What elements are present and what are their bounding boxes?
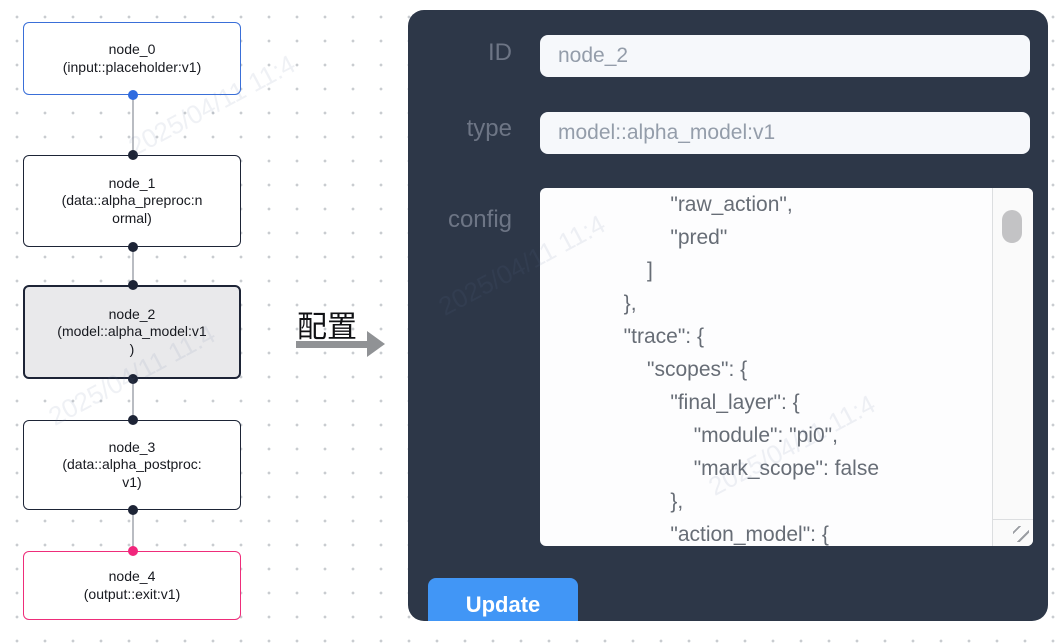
id-field-label: ID: [488, 39, 512, 66]
node-node_2-label: node_2 (model::alpha_model:v1 ): [57, 305, 207, 357]
config-scroll-corner: [992, 519, 1033, 546]
edge-node0-node1: [132, 96, 134, 156]
update-button[interactable]: Update: [428, 578, 578, 621]
port-node_3-input-icon[interactable]: [128, 415, 138, 425]
edge-node2-node3: [132, 379, 134, 421]
node-node_1-label: node_1 (data::alpha_preproc:n ormal): [61, 174, 203, 226]
node-node_0[interactable]: node_0 (input::placeholder:v1): [23, 22, 241, 95]
type-input[interactable]: [540, 112, 1030, 154]
port-node_1-input-icon[interactable]: [128, 150, 138, 160]
node-node_3-label: node_3 (data::alpha_postproc: v1): [62, 438, 202, 490]
port-node_2-output-icon[interactable]: [128, 374, 138, 384]
node-node_4-label: node_4 (output::exit:v1): [83, 568, 181, 602]
node-node_4[interactable]: node_4 (output::exit:v1): [23, 551, 241, 620]
type-field-label: type: [466, 115, 512, 142]
config-json-text: "raw_action", "pred" ] }, "trace": { "sc…: [623, 193, 880, 546]
port-node_1-output-icon[interactable]: [128, 242, 138, 252]
port-node_2-input-icon[interactable]: [128, 280, 138, 290]
edge-node1-node2: [132, 247, 134, 286]
node-node_2-selected[interactable]: node_2 (model::alpha_model:v1 ): [23, 285, 241, 379]
config-scrollbar-track[interactable]: [992, 188, 1033, 520]
node-config-panel: ID type config "raw_action", "pred" ] },…: [408, 10, 1048, 621]
config-textarea[interactable]: "raw_action", "pred" ] }, "trace": { "sc…: [540, 188, 1033, 546]
id-input[interactable]: [540, 35, 1030, 77]
resize-grip-icon[interactable]: [1013, 526, 1029, 542]
port-node_4-input-icon[interactable]: [128, 546, 138, 556]
port-node_3-output-icon[interactable]: [128, 505, 138, 515]
configure-arrow-label: 配置: [297, 311, 357, 344]
port-node_0-output-icon[interactable]: [128, 90, 138, 100]
node-node_0-label: node_0 (input::placeholder:v1): [62, 41, 202, 75]
config-scrollbar-thumb[interactable]: [1002, 210, 1022, 243]
configure-arrow-shaft: [296, 341, 368, 348]
edge-node3-node4: [132, 510, 134, 552]
configure-arrow-head-icon: [367, 331, 385, 357]
node-node_1[interactable]: node_1 (data::alpha_preproc:n ormal): [23, 155, 241, 247]
config-field-label: config: [447, 206, 512, 233]
node-node_3[interactable]: node_3 (data::alpha_postproc: v1): [23, 420, 241, 510]
